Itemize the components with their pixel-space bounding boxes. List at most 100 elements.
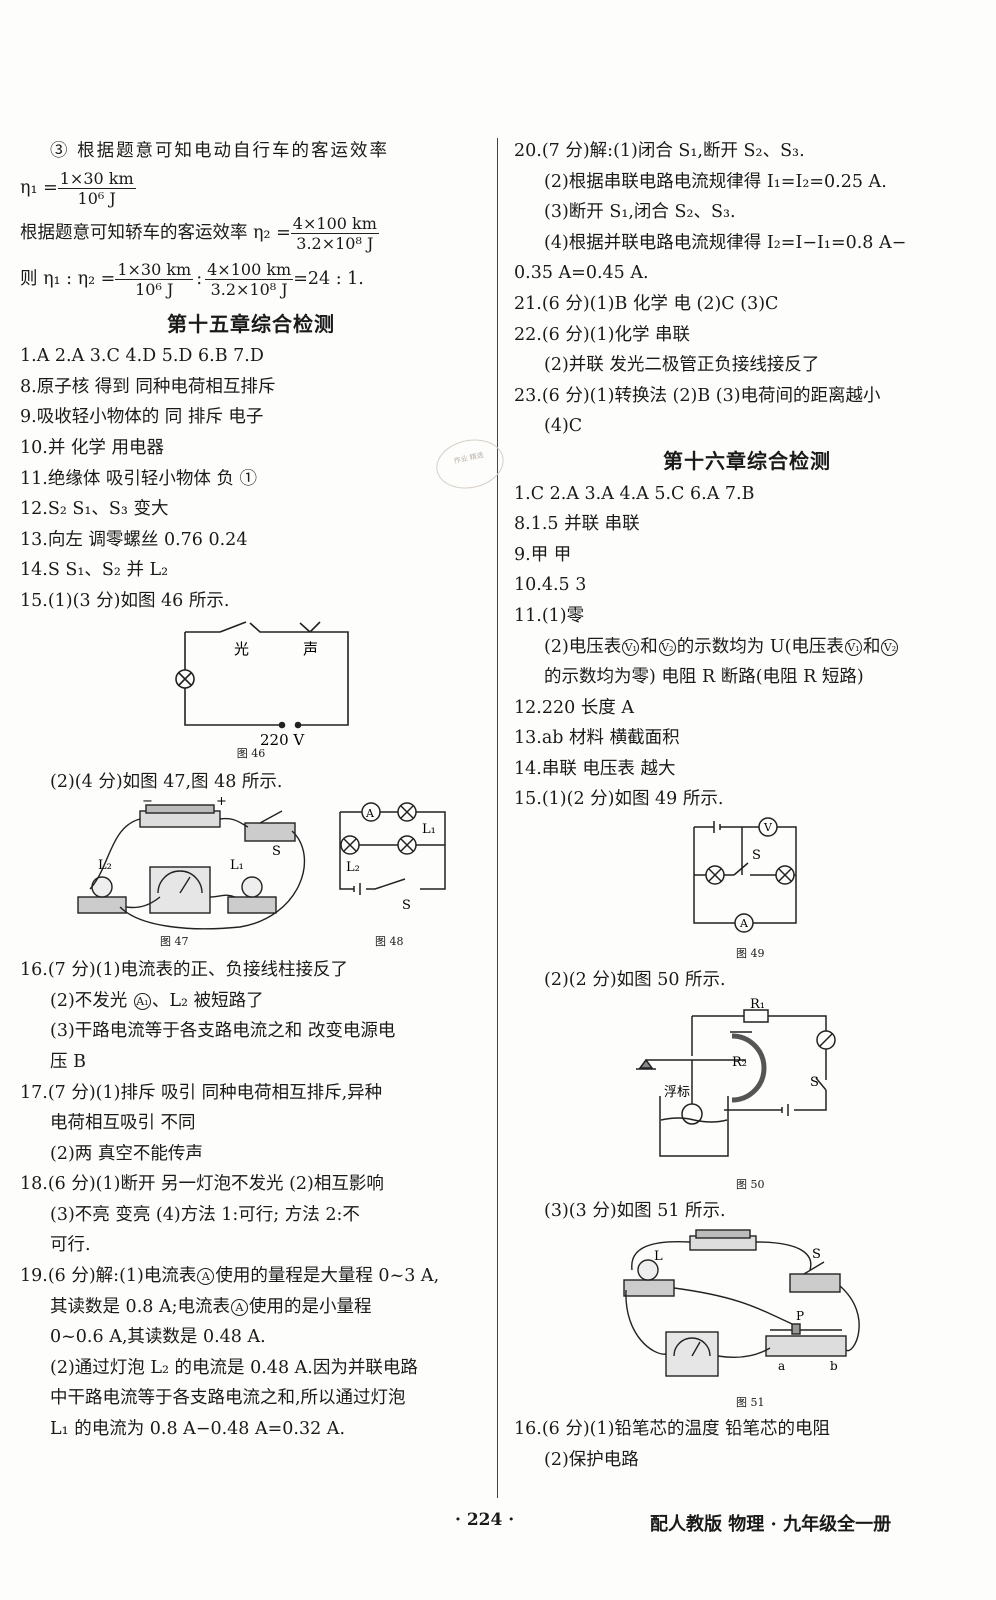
answer-line: 17.(7 分)(1)排斥 吸引 同种电荷相互排斥,异种: [20, 1082, 383, 1103]
answer-line: (3)断开 S₁,闭合 S₂、S₃.: [544, 202, 736, 223]
answer-line: (3)干路电流等于各支路电流之和 改变电源电: [50, 1021, 396, 1042]
voltmeter-symbol: V₁: [844, 638, 862, 656]
answer-line: 13.ab 材料 横截面积: [514, 728, 680, 749]
answer-line: 压 B: [50, 1051, 86, 1072]
answer-line: 的示数均为零) 电阻 R 断路(电阻 R 短路): [544, 667, 864, 688]
figure-49: V A S 图 49: [514, 815, 980, 965]
answer-line: (2)保护电路: [544, 1449, 639, 1470]
voltmeter-symbol: V₂: [881, 638, 899, 656]
answer-line: 16.(7 分)(1)电流表的正、负接线柱接反了: [20, 960, 348, 981]
page-number: · 224 ·: [455, 1510, 515, 1530]
voltmeter-symbol: V₁: [622, 638, 640, 656]
answer-line: 12.220 长度 A: [514, 697, 634, 718]
footer-edition: 配人教版 物理 · 九年级全一册: [650, 1514, 892, 1535]
chapter-16-title: 第十六章综合检测: [663, 448, 831, 473]
figure-caption: 图 48: [375, 935, 404, 949]
answer-line: 9.吸收轻小物体的 同 排斥 电子: [20, 407, 264, 428]
figure-51: L S P a b 图 51: [514, 1226, 980, 1414]
answer-line: 电荷相互吸引 不同: [50, 1113, 196, 1134]
answer-line: 8.1.5 并联 串联: [514, 514, 640, 535]
fig49-ammeter-label: A: [739, 917, 749, 930]
answer-line: 16.(6 分)(1)铅笔芯的温度 铅笔芯的电阻: [514, 1419, 831, 1440]
answer-line: 20.(7 分)解:(1)闭合 S₁,断开 S₂、S₃.: [514, 141, 805, 161]
answer-line: 13.向左 调零螺丝 0.76 0.24: [20, 529, 248, 550]
answer-line: 18.(6 分)(1)断开 另一灯泡不发光 (2)相互影响: [20, 1174, 384, 1195]
circuit-diagram-46: 光 声 220 V: [175, 620, 349, 747]
ammeter-symbol: A: [197, 1268, 215, 1286]
answer-line: 中干路电流等于各支路电流之和,所以通过灯泡: [50, 1388, 406, 1409]
answer-line: L₁ 的电流为 0.8 A−0.48 A=0.32 A.: [50, 1419, 346, 1440]
fig47-l1-label: L₁: [230, 858, 244, 873]
answer-line: 12.S₂ S₁、S₃ 变大: [20, 499, 169, 520]
answer-line: (3)(3 分)如图 51 所示.: [544, 1200, 726, 1221]
voltage-label: 220 V: [260, 731, 305, 747]
figure-46: 光 声 220 V 图 46: [20, 617, 482, 767]
fig47-l2-label: L₂: [98, 858, 112, 873]
answer-line: 8.原子核 得到 同种电荷相互排斥: [20, 376, 276, 397]
answer-line: 1.A 2.A 3.C 4.D 5.D 6.B 7.D: [20, 346, 264, 367]
answer-line: (2)两 真空不能传声: [50, 1143, 203, 1164]
answer-line: (2)通过灯泡 L₂ 的电流是 0.48 A.因为并联电路: [50, 1357, 418, 1378]
answer-line: 14.S S₁、S₂ 并 L₂: [20, 560, 169, 581]
fig49-s-label: S: [752, 848, 761, 863]
answer-line: 0~0.6 A,其读数是 0.48 A.: [50, 1327, 266, 1348]
answer-line: 23.(6 分)(1)转换法 (2)B (3)电荷间的距离越小: [514, 385, 881, 406]
answer-line: (4)根据并联电路电流规律得 I₂=I−I₁=0.8 A−: [544, 232, 907, 253]
fig48-l1-label: L₁: [422, 822, 436, 837]
circuit-diagram-50: R₁ R₂ S 浮标: [636, 997, 836, 1157]
figure-caption: 图 46: [236, 746, 266, 760]
answer-line: 14.串联 电压表 越大: [514, 758, 676, 779]
answer-line: (2)(4 分)如图 47,图 48 所示.: [50, 771, 283, 792]
answer-line: (3)不亮 变亮 (4)方法 1:可行; 方法 2:不: [50, 1204, 360, 1225]
circuit-diagram-49: V A S: [693, 817, 797, 933]
answer-line: (2)(2 分)如图 50 所示.: [544, 970, 726, 991]
svg-text:−: −: [142, 797, 153, 809]
fig51-a-label: a: [778, 1359, 785, 1373]
figure-caption: 图 49: [736, 947, 765, 961]
chapter-15-title: 第十五章综合检测: [167, 311, 335, 336]
figure-caption: 图 51: [736, 1396, 765, 1410]
answer-line: 22.(6 分)(1)化学 串联: [514, 324, 691, 345]
figure-caption: 图 50: [736, 1177, 765, 1191]
ammeter-symbol: A₁: [133, 992, 151, 1010]
fig50-r2-label: R₂: [732, 1055, 747, 1070]
answer-line: 可行.: [50, 1235, 91, 1256]
fig48-l2-label: L₂: [346, 860, 360, 875]
answer-line: (2)根据串联电路电流规律得 I₁=I₂=0.25 A.: [544, 171, 887, 192]
fig50-s-label: S: [810, 1075, 819, 1090]
answer-line: 15.(1)(3 分)如图 46 所示.: [20, 590, 230, 611]
answer-line: (4)C: [544, 416, 583, 437]
answer-line: 11.绝缘体 吸引轻小物体 负 ①: [20, 468, 258, 489]
ammeter-symbol: A: [231, 1298, 248, 1316]
fig50-r1-label: R₁: [750, 997, 765, 1012]
answer-line: 21.(6 分)(1)B 化学 电 (2)C (3)C: [514, 293, 779, 314]
sound-switch-label: 声: [303, 640, 318, 658]
text-line: ③ 根据题意可知电动自行车的客运效率: [50, 141, 390, 161]
answer-line: (2)并联 发光二极管正负接线接反了: [544, 355, 820, 376]
right-column: 20.(7 分)解:(1)闭合 S₁,断开 S₂、S₃. (2)根据串联电路电流…: [514, 136, 980, 1475]
answer-line: (2)不发光 A₁、L₂ 被短路了: [50, 990, 264, 1011]
figure-47-48: − + L₂ L₁ S A L₁ L₂ S 图 47 图 48: [20, 797, 482, 955]
fig47-s-label: S: [272, 844, 281, 859]
circuit-diagram-47-48: − + L₂ L₁ S A L₁ L₂ S: [77, 797, 446, 930]
fig48-ammeter-label: A: [365, 807, 375, 820]
figure-50: R₁ R₂ S 浮标 图 50: [514, 996, 980, 1196]
answer-line: 10.并 化学 用电器: [20, 437, 164, 458]
fig48-s-label: S: [402, 898, 411, 913]
fig50-float-label: 浮标: [664, 1085, 690, 1100]
fig51-s-label: S: [812, 1247, 821, 1262]
svg-text:+: +: [216, 797, 227, 809]
answer-line: 10.4.5 3: [514, 575, 587, 596]
fig49-voltmeter-label: V: [763, 821, 773, 834]
figure-caption: 图 47: [160, 935, 189, 949]
voltmeter-symbol: V₂: [658, 638, 676, 656]
answer-line: 9.甲 甲: [514, 544, 572, 565]
circuit-diagram-51: L S P a b: [623, 1229, 860, 1377]
